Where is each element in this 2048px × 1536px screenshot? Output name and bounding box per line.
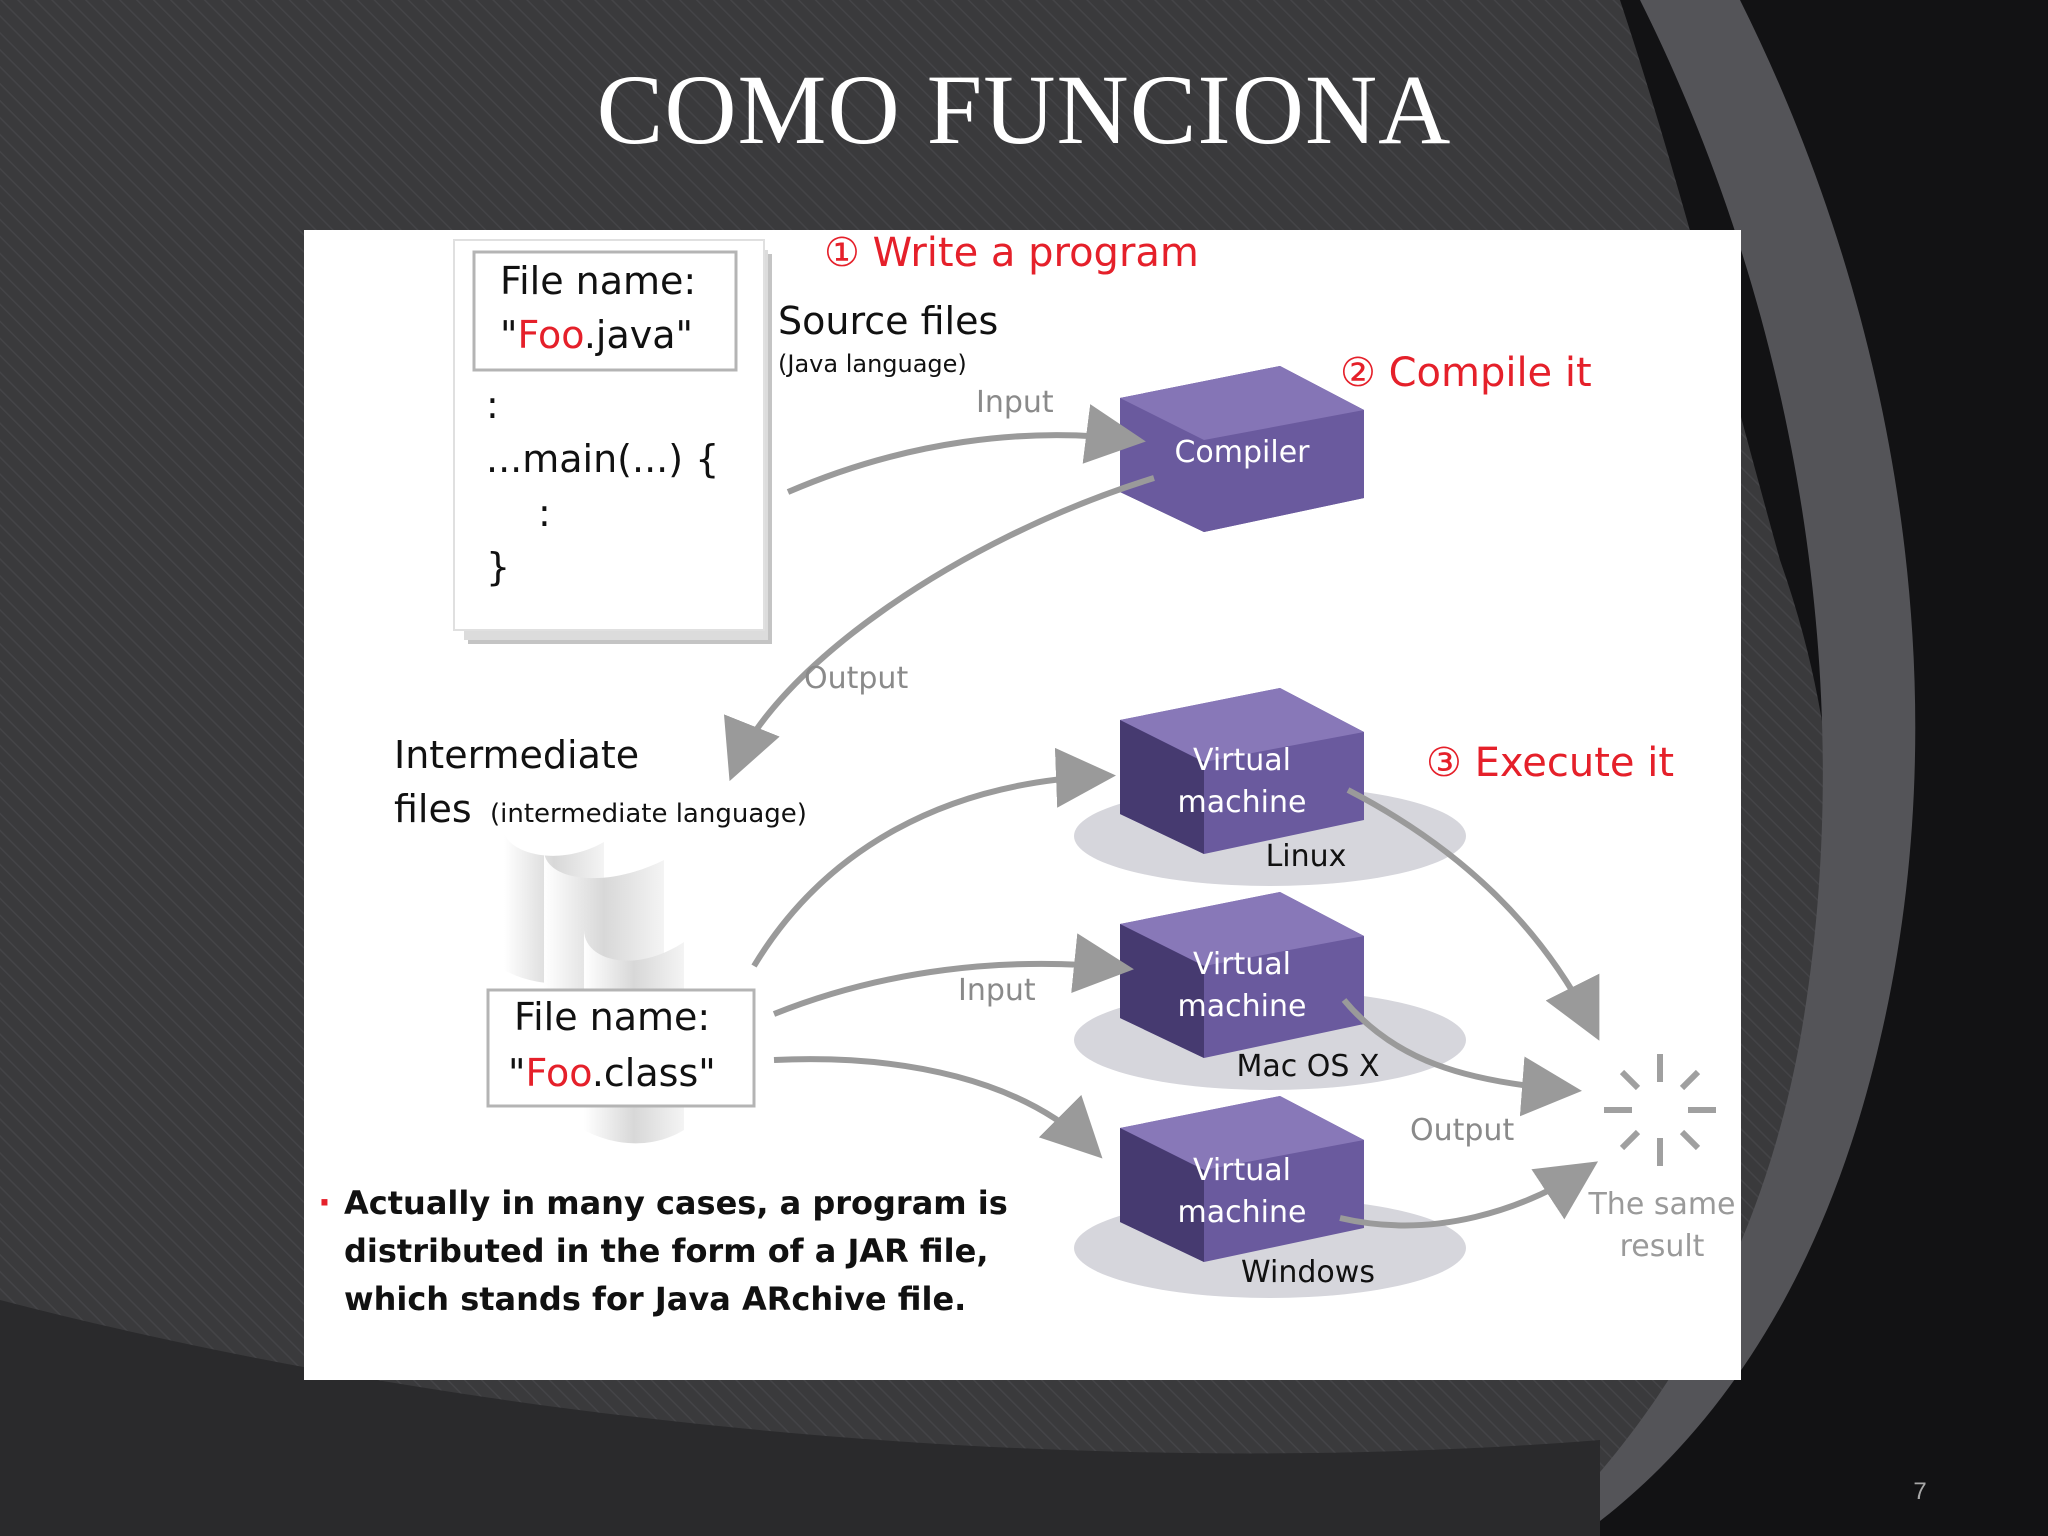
- note-line: which stands for Java ARchive file.: [344, 1280, 966, 1318]
- light-swoosh: [1540, 0, 1916, 1536]
- diagram-panel: File name: "Foo.java" : ...main(...) { :…: [304, 230, 1741, 1380]
- code-line: :: [486, 383, 499, 427]
- note-line: distributed in the form of a JAR file,: [344, 1232, 988, 1270]
- vm-label: Virtual: [1193, 1153, 1291, 1188]
- intermediate-caption: Intermediate: [394, 733, 639, 777]
- vm-box-linux: [1120, 688, 1364, 854]
- step-3-label: ③ Execute it: [1426, 740, 1674, 786]
- code-line: :: [538, 491, 551, 535]
- vm-label: Virtual: [1193, 743, 1291, 778]
- class-filename-label: File name:: [514, 995, 710, 1039]
- result-label: The same: [1587, 1187, 1735, 1222]
- vm-label: Virtual: [1193, 947, 1291, 982]
- vm-os-label: Linux: [1266, 839, 1347, 874]
- vm-os-label: Windows: [1241, 1255, 1375, 1290]
- output-arrow-from-compiler: [724, 475, 1155, 782]
- step-2-label: ② Compile it: [1340, 350, 1592, 396]
- intermediate-subcaption: (intermediate language): [490, 799, 807, 829]
- java-workflow-diagram: File name: "Foo.java" : ...main(...) { :…: [318, 230, 1736, 1318]
- output-arrow-from-macos: [1341, 998, 1582, 1117]
- note-bullet: ·: [318, 1183, 331, 1223]
- compiler-label: Compiler: [1174, 435, 1310, 470]
- code-line: ...main(...) {: [486, 437, 719, 481]
- output-arrow-from-linux: [1346, 787, 1600, 1041]
- input-label-bottom: Input: [958, 973, 1036, 1008]
- source-filename-box: [472, 250, 738, 372]
- input-arrow-to-vm-windows: [773, 1056, 1103, 1159]
- input-arrow-to-compiler: [786, 404, 1146, 495]
- result-burst-icon: [1604, 1054, 1716, 1166]
- result-label: result: [1620, 1229, 1705, 1264]
- class-filename-box: [486, 988, 756, 1108]
- vm-label: machine: [1178, 989, 1307, 1024]
- dark-swoosh: [1560, 0, 2048, 1536]
- source-filename-label: File name:: [500, 259, 696, 303]
- vm-label: machine: [1178, 1195, 1307, 1230]
- compiler-box: [1120, 366, 1364, 532]
- input-arrow-to-vm-linux: [751, 747, 1116, 968]
- output-label-right: Output: [1410, 1113, 1514, 1148]
- slide-title: COMO FUNCIONA: [596, 54, 1452, 165]
- code-line: }: [486, 545, 510, 589]
- output-label-mid: Output: [804, 661, 908, 696]
- input-label-top: Input: [976, 385, 1054, 420]
- note-line: Actually in many cases, a program is: [344, 1184, 1008, 1222]
- slide-number: 7: [1913, 1478, 1927, 1505]
- class-filename: "Foo.class": [508, 1051, 716, 1095]
- step-1-label: ① Write a program: [824, 230, 1199, 276]
- bottom-swoosh: [0, 1300, 1600, 1536]
- source-filename: "Foo.java": [500, 313, 693, 357]
- vm-os-label: Mac OS X: [1236, 1049, 1379, 1084]
- intermediate-caption-files: files: [394, 787, 472, 831]
- vm-box-macos: [1120, 892, 1364, 1058]
- vm-box-windows: [1120, 1096, 1364, 1262]
- input-arrow-to-vm-macos: [772, 933, 1134, 1017]
- vm-label: machine: [1178, 785, 1307, 820]
- source-files-subcaption: (Java language): [778, 350, 967, 378]
- source-files-caption: Source files: [778, 299, 998, 343]
- output-arrow-from-windows: [1339, 1161, 1599, 1229]
